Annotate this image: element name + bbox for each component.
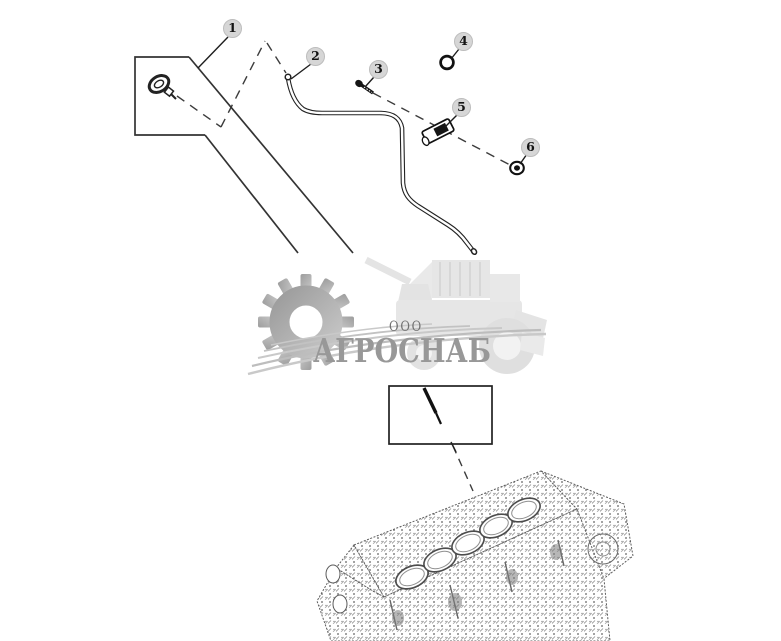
o-ring: [439, 54, 455, 71]
flange-nut: [509, 160, 525, 176]
alignment-dashed-lines: [176, 40, 513, 492]
callout-6: 6: [521, 138, 540, 157]
watermark-harvester-icon: [364, 256, 547, 374]
watermark-prefix-text: ООО: [389, 319, 423, 335]
dipstick-blade-panel: [388, 385, 493, 453]
callout-1: 1: [223, 19, 242, 38]
dipstick-handle: [147, 74, 177, 100]
engine-block-illustration: [316, 470, 634, 641]
watermark-company-text: АГРОСНАБ: [313, 331, 491, 370]
callout-leader-lines: [197, 36, 528, 165]
dipstick-tube: [284, 73, 478, 256]
callout-5: 5: [452, 98, 471, 117]
callout-4: 4: [454, 32, 473, 51]
watermark-swoosh: [247, 323, 547, 376]
callout-2: 2: [306, 47, 325, 66]
mounting-bolt: [355, 79, 374, 95]
inspection-panel: [134, 56, 354, 254]
callout-3: 3: [369, 60, 388, 79]
